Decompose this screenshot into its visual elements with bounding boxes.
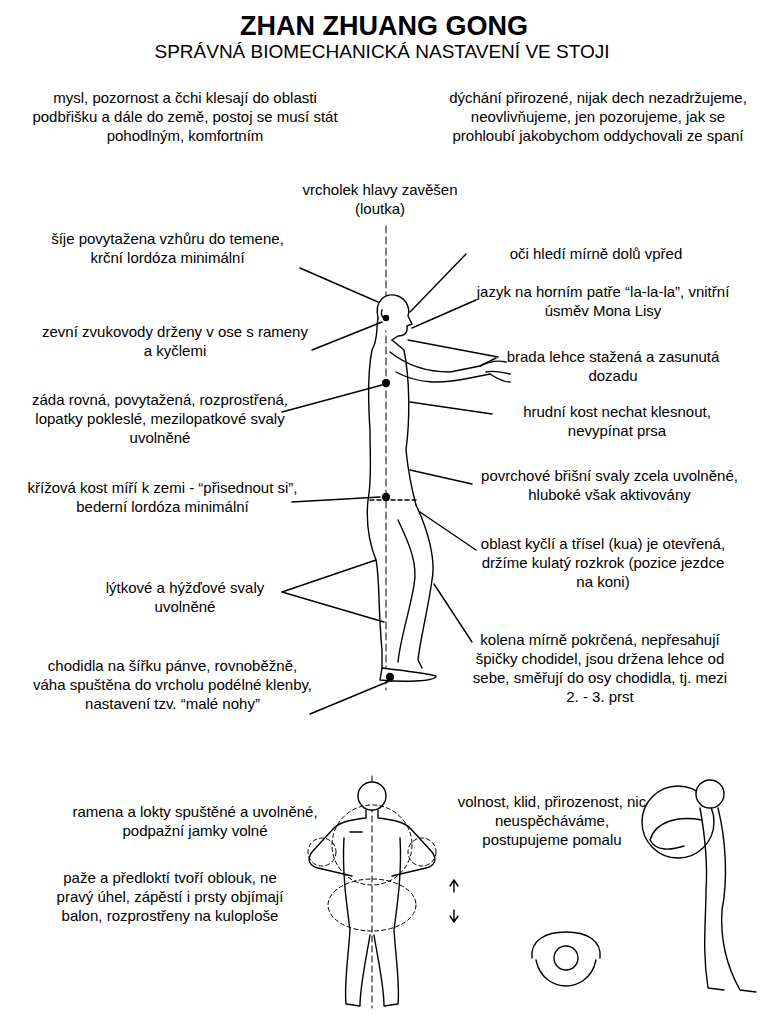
callout-note: křížová kost míří k zemi - “přisednout s… — [25, 478, 300, 516]
callout-note: oči hledí mírně dolů vpřed — [466, 244, 726, 263]
callout-note: šíje povytažena vzhůru do temene, krční … — [40, 229, 295, 267]
callout-note: mysl, pozornost a čchi klesají do oblast… — [20, 88, 350, 145]
callout-note: oblast kyčlí a třísel (kua) je otevřená,… — [478, 534, 728, 591]
callout-note: záda rovná, povytažená, rozprostřená, lo… — [15, 390, 305, 447]
callout-note: brada lehce stažená a zasunutá dozadu — [498, 347, 728, 385]
diagram-title: ZHAN ZHUANG GONG — [0, 10, 768, 42]
callout-note: volnost, klid, přirozenost, nic neuspěch… — [452, 792, 652, 849]
callout-note: vrcholek hlavy zavěšen (loutka) — [300, 180, 460, 218]
callout-note: dýchání přirozené, nijak dech nezadržuje… — [440, 88, 756, 145]
callout-note: hrudní kost nechat klesnout, nevypínat p… — [492, 402, 742, 440]
callout-note: lýtkové a hýžďové svaly uvolněné — [85, 578, 285, 616]
callout-note: chodidla na šířku pánve, rovnoběžně, váh… — [30, 656, 315, 713]
callout-note: paže a předloktí tvoří oblouk, ne pravý … — [55, 868, 285, 925]
callout-note: jazyk na horním patře “la-la-la”, vnitřn… — [468, 282, 738, 320]
callout-note: ramena a lokty spuštěné a uvolněné, podp… — [40, 802, 350, 840]
callout-note: povrchové břišní svaly zcela uvolněné, h… — [472, 466, 747, 504]
callout-note: kolena mírně pokrčená, nepřesahují špičk… — [470, 630, 730, 706]
callout-note: zevní zvukovody drženy v ose s rameny a … — [40, 322, 310, 360]
subtitle: SPRÁVNÁ BIOMECHANICKÁ NASTAVENÍ VE STOJI — [0, 40, 766, 64]
